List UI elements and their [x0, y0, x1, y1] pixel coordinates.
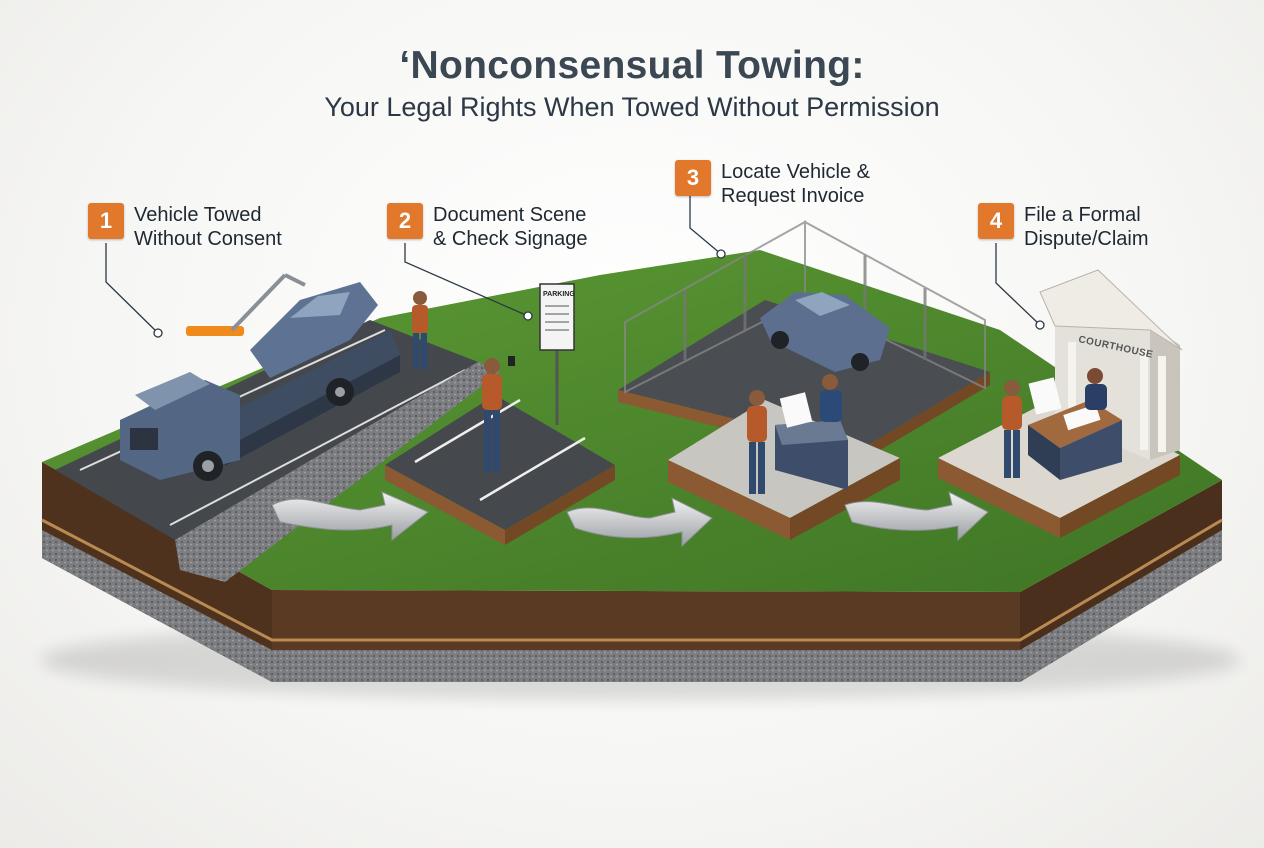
step-4: 4 File a Formal Dispute/Claim [978, 203, 1148, 251]
step-1: 1 Vehicle Towed Without Consent [88, 203, 282, 251]
parking-pad-side-left [385, 465, 505, 545]
step-4-badge: 4 [978, 203, 1014, 239]
step-1-label: Vehicle Towed Without Consent [134, 204, 282, 250]
impounded-car [760, 292, 890, 372]
court-pad-side-right [1060, 455, 1180, 538]
parking-line-1 [414, 398, 521, 464]
parking-line-2 [479, 436, 586, 502]
office-pad-side [668, 460, 790, 540]
flow-arrow-3 [844, 491, 989, 542]
sand-line [41, 518, 1223, 642]
office-pad-side-right [790, 458, 900, 540]
impound-lot-top [618, 300, 990, 450]
flow-arrow-1 [271, 491, 429, 542]
step-4-label: File a Formal Dispute/Claim [1024, 204, 1149, 250]
person-photographing [482, 356, 515, 472]
gravel-layer-right [1020, 530, 1222, 682]
step-2: 2 Document Scene & Check Signage [387, 203, 588, 251]
page-subtitle: Your Legal Rights When Towed Without Per… [324, 92, 940, 122]
step-3: 3 Locate Vehicle & Request Invoice [675, 160, 870, 208]
flow-arrow-2 [566, 497, 713, 548]
step-2-label: Document Scene & Check Signage [433, 204, 588, 250]
step-1-badge: 1 [88, 203, 124, 239]
court-pad-side [938, 458, 1060, 538]
court-clerk [1085, 368, 1107, 410]
impound-lot-side-right [860, 372, 990, 462]
tow-office-counter [775, 420, 848, 490]
road-edge-line [169, 369, 466, 526]
step-3-label: Locate Vehicle & Request Invoice [721, 161, 870, 207]
person-filing-claim [1002, 377, 1062, 478]
sign-text: PARKING [543, 291, 575, 298]
gravel-layer-front [272, 650, 1020, 682]
parking-sign: PARKING [539, 283, 575, 425]
step-2-badge: 2 [387, 203, 423, 239]
tow-truck [120, 273, 400, 481]
step-3-badge: 3 [675, 160, 711, 196]
leader-dots [153, 249, 1045, 338]
gravel-layer-left [42, 530, 272, 682]
gravel-shoulder [175, 362, 500, 582]
tow-clerk [779, 374, 842, 428]
person-at-counter [747, 390, 767, 494]
leader-lines [105, 193, 1041, 334]
person-phone-call [412, 291, 428, 369]
page-title: ‘Nonconsensual Towing: [399, 44, 865, 87]
court-desk [1028, 400, 1122, 480]
parking-pad-side-right [505, 465, 615, 545]
